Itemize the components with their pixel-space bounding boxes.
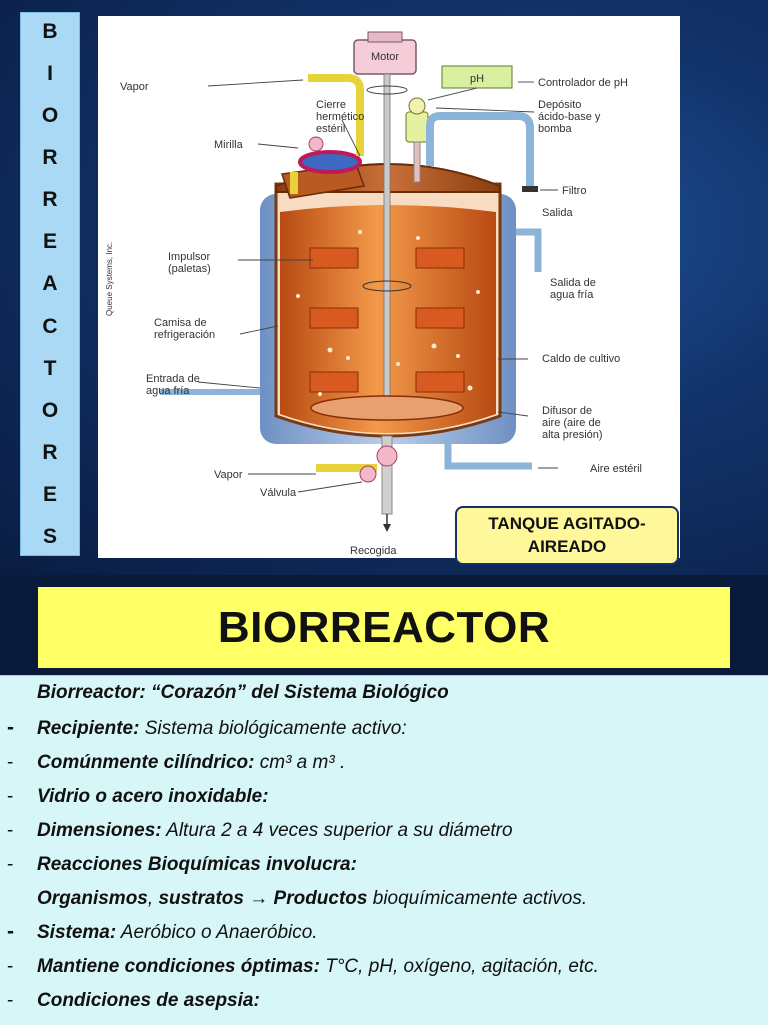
svg-text:agua fría: agua fría [550, 289, 594, 301]
bullet-reacciones: - Reacciones Bioquímicas involucra: [7, 854, 357, 875]
acid-base-reservoir [405, 111, 429, 143]
svg-text:agua fría: agua fría [146, 385, 190, 397]
vertical-title-letter: E [42, 230, 57, 254]
vertical-title-letter: R [42, 188, 58, 212]
bullet-sistema: - Sistema: Aeróbico o Anaeróbico. [7, 920, 318, 943]
line-organismos: Organismos, sustratos → Productos bioquí… [37, 888, 588, 909]
label-vapor-bottom: Vapor [214, 469, 243, 481]
steam-pipe-top [308, 74, 364, 156]
vertical-title-letter: E [42, 482, 57, 506]
label-cierre: Cierre [316, 99, 346, 111]
label-impulsor: Impulsor [168, 251, 211, 263]
vertical-title-letter: I [47, 62, 53, 86]
impeller-blade [415, 307, 465, 329]
svg-text:estéril: estéril [316, 123, 345, 135]
label-vapor-top: Vapor [120, 81, 149, 93]
label-motor: Motor [371, 51, 399, 63]
label-camisa: Camisa de [154, 317, 207, 329]
label-mirilla: Mirilla [214, 139, 244, 151]
filter [522, 186, 538, 192]
svg-text:bomba: bomba [538, 123, 573, 135]
vertical-title-letter: R [42, 146, 58, 170]
bioreactor-diagram: Motor pH Vapor Cierre hermético estéril … [98, 16, 680, 558]
svg-text:hermético: hermético [316, 111, 364, 123]
rotation-indicator [366, 85, 408, 95]
label-deposito: Depósito [538, 99, 581, 111]
sight-glass [298, 150, 362, 174]
intro-text: Biorreactor: “Corazón” del Sistema Bioló… [37, 682, 449, 703]
svg-text:alta presión): alta presión) [542, 429, 603, 441]
main-title: BIORREACTOR [217, 602, 551, 652]
label-difusor: Difusor de [542, 405, 592, 417]
vertical-title-letter: T [43, 356, 57, 380]
svg-text:ácido-base y: ácido-base y [538, 111, 601, 123]
bullet-recipiente: - Recipiente: Sistema biológicamente act… [7, 716, 407, 739]
label-filtro: Filtro [562, 185, 586, 197]
impeller-blade [415, 371, 465, 393]
label-caldo: Caldo de cultivo [542, 353, 620, 365]
intro-line: Biorreactor: “Corazón” del Sistema Bioló… [0, 682, 768, 712]
impeller-blade [309, 371, 359, 393]
label-ph: pH [470, 73, 484, 85]
tank-type-label: TANQUE AGITADO- AIREADO [455, 506, 679, 565]
motor-top [367, 31, 403, 43]
vertical-title-letter: S [42, 524, 57, 548]
vertical-title-letter: O [41, 398, 59, 422]
air-sparger [310, 395, 464, 421]
impeller-blade [309, 247, 359, 269]
impeller-blade [415, 247, 465, 269]
bullet-vidrio: - Vidrio o acero inoxidable: [7, 786, 269, 807]
label-aire-esteril: Aire estéril [590, 463, 642, 475]
agitator-shaft [383, 73, 391, 417]
main-title-banner: BIORREACTOR [38, 587, 730, 668]
sterile-air-pipe [444, 436, 532, 470]
label-salida-agua: Salida de [550, 277, 596, 289]
vertical-title-letter: A [42, 272, 58, 296]
label-salida: Salida [542, 207, 573, 219]
tank-label-line2: AIREADO [527, 536, 607, 556]
impeller-blade [309, 307, 359, 329]
bottom-valve [376, 445, 398, 467]
bullet-condiciones-optimas: - Mantiene condiciones óptimas: T°C, pH,… [7, 956, 599, 977]
content-panel: Biorreactor: “Corazón” del Sistema Bioló… [0, 675, 768, 1025]
svg-text:(paletas): (paletas) [168, 263, 211, 275]
vertical-title-letter: R [42, 440, 58, 464]
bullet-asepsia: - Condiciones de asepsia: [7, 990, 260, 1011]
bioreactor-illustration: Motor pH Vapor Cierre hermético estéril … [105, 31, 642, 557]
label-entrada-agua: Entrada de [146, 373, 200, 385]
label-valvula: Válvula [260, 487, 297, 499]
tank-label-line1: TANQUE AGITADO- [488, 513, 646, 533]
vertical-title-letter: C [42, 314, 58, 338]
svg-text:refrigeración: refrigeración [154, 329, 215, 341]
outlet-pipe [426, 112, 534, 192]
label-credit: Queue Systems, Inc. [105, 242, 114, 316]
bullet-cilindrico: - Comúnmente cilíndrico: cm³ a m³ . [7, 752, 346, 773]
label-controlador-ph: Controlador de pH [538, 77, 628, 89]
svg-text:aire (aire de: aire (aire de [542, 417, 601, 429]
sight-valve [308, 136, 324, 152]
label-recogida: Recogida [350, 545, 397, 557]
bullet-dimensiones: - Dimensiones: Altura 2 a 4 veces superi… [7, 820, 513, 841]
vertical-title-letter: B [42, 20, 58, 43]
vertical-title-letter: O [41, 104, 59, 128]
arrow-icon: → [243, 888, 274, 909]
